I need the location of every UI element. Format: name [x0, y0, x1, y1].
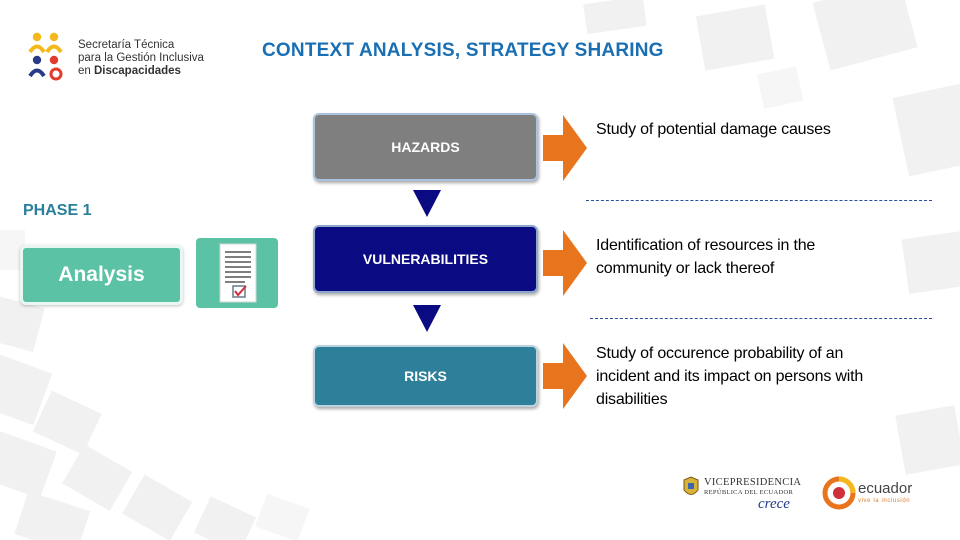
- description-line: Study of occurence probability of an: [596, 345, 844, 362]
- down-arrow-icon: [413, 190, 441, 217]
- logo-line-2: para la Gestión Inclusiva: [78, 52, 204, 64]
- organization-name: Secretaría Técnica para la Gestión Inclu…: [78, 39, 204, 78]
- separator-line: [586, 200, 932, 201]
- description-line: community or lack thereof: [596, 260, 775, 277]
- vulnerabilities-box: VULNERABILITIES: [313, 225, 538, 293]
- vp-slogan: crece: [758, 496, 790, 512]
- ecuador-name: ecuador: [858, 480, 913, 497]
- vp-title: VICEPRESIDENCIA: [704, 477, 802, 488]
- logo-line-3-prefix: en: [78, 65, 94, 77]
- logo-line-1: Secretaría Técnica: [78, 39, 175, 51]
- risks-description: Study of occurence probability of an inc…: [596, 342, 863, 411]
- ecuador-swirl-icon: [822, 476, 856, 510]
- description-line: Identification of resources in the: [596, 237, 816, 254]
- vicepresidencia-text: VICEPRESIDENCIA REPÚBLICA DEL ECUADOR: [704, 477, 801, 496]
- description-line: incident and its impact on persons with: [596, 368, 864, 385]
- hazards-description: Study of potential damage causes: [596, 118, 831, 141]
- organization-logo: Secretaría Técnica para la Gestión Inclu…: [28, 28, 228, 84]
- people-logo-icon: [28, 32, 63, 81]
- checklist-document-icon: [196, 238, 278, 308]
- slide-title: CONTEXT ANALYSIS, STRATEGY SHARING: [262, 40, 664, 61]
- vp-subtitle: REPÚBLICA DEL ECUADOR: [704, 489, 794, 496]
- description-line: disabilities: [596, 391, 668, 408]
- analysis-button[interactable]: Analysis: [20, 245, 183, 305]
- logo-line-3: en Discapacidades: [78, 65, 204, 78]
- risks-box: RISKS: [313, 345, 538, 407]
- separator-line: [590, 318, 932, 319]
- right-arrow-icon: [543, 115, 587, 181]
- ecuador-tagline: vive la inclusión: [858, 498, 911, 504]
- vulnerabilities-description: Identification of resources in the commu…: [596, 234, 815, 280]
- down-arrow-icon: [413, 305, 441, 332]
- vicepresidencia-logo: VICEPRESIDENCIA REPÚBLICA DEL ECUADOR cr…: [682, 475, 812, 520]
- right-arrow-icon: [543, 230, 587, 296]
- right-arrow-icon: [543, 343, 587, 409]
- phase-label: PHASE 1: [23, 202, 92, 219]
- coat-of-arms-icon: [683, 476, 699, 495]
- hazards-box: HAZARDS: [313, 113, 538, 181]
- ecuador-logo: ecuador vive la inclusión: [822, 474, 932, 514]
- logo-line-3-bold: Discapacidades: [94, 65, 181, 77]
- description-line: Study of potential damage causes: [596, 121, 831, 138]
